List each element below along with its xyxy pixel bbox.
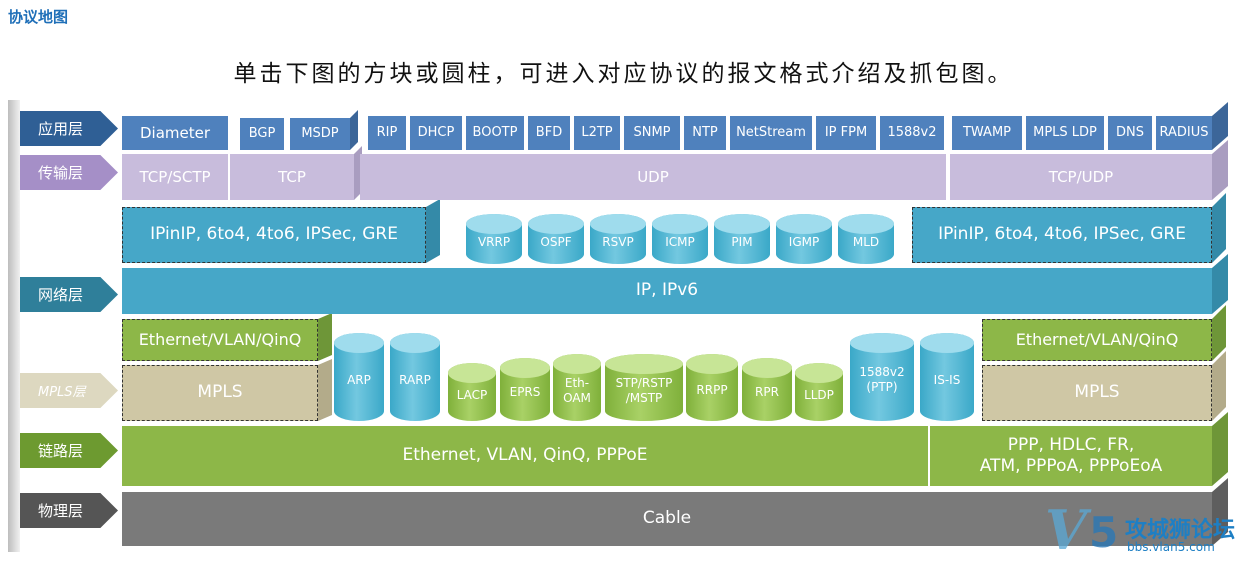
ethernet-vlan-qinq-right[interactable]: Ethernet/VLAN/QinQ xyxy=(982,319,1212,361)
cable-block-side xyxy=(1212,478,1228,546)
cylinder-lldp[interactable]: LLDP xyxy=(795,363,843,421)
1588v2-app-block[interactable]: 1588v2 xyxy=(880,116,944,150)
ip-block[interactable]: IP, IPv6 xyxy=(122,268,1212,314)
diameter-block[interactable]: Diameter xyxy=(122,116,228,150)
tcp-block[interactable]: TCP xyxy=(230,154,354,200)
cable-block[interactable]: Cable xyxy=(122,492,1212,546)
cylinder-pim[interactable]: PIM xyxy=(714,214,770,264)
cylinder-isis[interactable]: IS-IS xyxy=(920,333,974,421)
transport-side xyxy=(1212,140,1228,200)
link-ethernet-block[interactable]: Ethernet, VLAN, QinQ, PPPoE xyxy=(122,426,928,486)
tcp-udp-block[interactable]: TCP/UDP xyxy=(950,154,1212,200)
mpls-right-side xyxy=(1212,351,1226,421)
layer-label-transport: 传输层 xyxy=(20,155,118,190)
cylinder-stp[interactable]: STP/RSTP /MSTP xyxy=(605,354,683,421)
ethernet-left-side xyxy=(318,313,332,361)
left-rail xyxy=(8,100,20,552)
cylinder-rrpp[interactable]: RRPP xyxy=(686,354,738,421)
cylinder-rarp[interactable]: RARP xyxy=(390,333,440,421)
tcp-sctp-block[interactable]: TCP/SCTP xyxy=(122,154,228,200)
page-heading: 协议地图 xyxy=(8,8,69,26)
cylinder-mld[interactable]: MLD xyxy=(838,214,894,264)
tunnel-left-block[interactable]: IPinIP, 6to4, 4to6, IPSec, GRE xyxy=(122,207,426,263)
cylinder-igmp[interactable]: IGMP xyxy=(776,214,832,264)
ntp-block[interactable]: NTP xyxy=(684,116,726,150)
twamp-block[interactable]: TWAMP xyxy=(952,116,1022,150)
watermark-v: V xyxy=(1045,498,1087,562)
layer-label-mpls: MPLS层 xyxy=(20,373,118,408)
cylinder-lacp[interactable]: LACP xyxy=(448,363,496,421)
cylinder-eth-oam[interactable]: Eth- OAM xyxy=(553,354,601,421)
bgp-block[interactable]: BGP xyxy=(240,118,284,150)
msdp-block[interactable]: MSDP xyxy=(290,118,350,150)
application-side xyxy=(1212,102,1228,150)
layer-label-application: 应用层 xyxy=(20,111,118,146)
link-wan-line2: ATM, PPPoA, PPPoEoA xyxy=(979,456,1163,476)
cylinder-rpr[interactable]: RPR xyxy=(742,358,792,421)
ethernet-vlan-qinq-left[interactable]: Ethernet/VLAN/QinQ xyxy=(122,319,318,361)
tunnel-right-block[interactable]: IPinIP, 6to4, 4to6, IPSec, GRE xyxy=(912,207,1212,263)
cylinder-ospf[interactable]: OSPF xyxy=(528,214,584,264)
mpls-left[interactable]: MPLS xyxy=(122,365,318,421)
layer-label-physical: 物理层 xyxy=(20,493,118,528)
cylinder-icmp[interactable]: ICMP xyxy=(652,214,708,264)
rip-block[interactable]: RIP xyxy=(368,116,406,150)
dhcp-block[interactable]: DHCP xyxy=(410,116,462,150)
mpls-right[interactable]: MPLS xyxy=(982,365,1212,421)
cylinder-rsvp[interactable]: RSVP xyxy=(590,214,646,264)
watermark-5: 5 xyxy=(1089,508,1119,557)
bootp-block[interactable]: BOOTP xyxy=(466,116,524,150)
dns-block[interactable]: DNS xyxy=(1108,116,1152,150)
mpls-ldp-block[interactable]: MPLS LDP xyxy=(1026,116,1104,150)
mpls-left-side xyxy=(318,359,332,421)
bfd-block[interactable]: BFD xyxy=(528,116,570,150)
msdp-side xyxy=(350,110,358,150)
ip-fpm-block[interactable]: IP FPM xyxy=(816,116,876,150)
udp-block[interactable]: UDP xyxy=(360,154,946,200)
tcp-block-side xyxy=(354,146,362,200)
cylinder-arp[interactable]: ARP xyxy=(334,333,384,421)
cylinder-eprs[interactable]: EPRS xyxy=(500,358,550,421)
link-wan-block[interactable]: PPP, HDLC, FR, ATM, PPPoA, PPPoEoA xyxy=(930,426,1212,486)
l2tp-block[interactable]: L2TP xyxy=(574,116,620,150)
tunnel-left-side xyxy=(426,199,440,263)
cylinder-1588v2-ptp[interactable]: 1588v2 (PTP) xyxy=(850,333,914,421)
instruction-text: 单击下图的方块或圆柱，可进入对应协议的报文格式介绍及抓包图。 xyxy=(233,61,1014,87)
netstream-block[interactable]: NetStream xyxy=(730,116,812,150)
ip-block-side xyxy=(1212,254,1228,314)
layer-label-link: 链路层 xyxy=(20,433,118,468)
watermark-logo: V 5 攻城狮论坛 bbs.vlan5.com xyxy=(1045,498,1245,562)
ethernet-right-side xyxy=(1212,305,1226,361)
watermark-name: 攻城狮论坛 xyxy=(1125,518,1236,543)
cylinder-vrrp[interactable]: VRRP xyxy=(466,214,522,264)
radius-block[interactable]: RADIUS xyxy=(1156,116,1212,150)
snmp-block[interactable]: SNMP xyxy=(624,116,680,150)
link-block-side xyxy=(1212,412,1228,486)
link-wan-line1: PPP, HDLC, FR, xyxy=(1007,434,1135,455)
layer-label-network: 网络层 xyxy=(20,277,118,312)
tunnel-right-side xyxy=(1212,193,1226,263)
watermark-url: bbs.vlan5.com xyxy=(1127,540,1215,554)
